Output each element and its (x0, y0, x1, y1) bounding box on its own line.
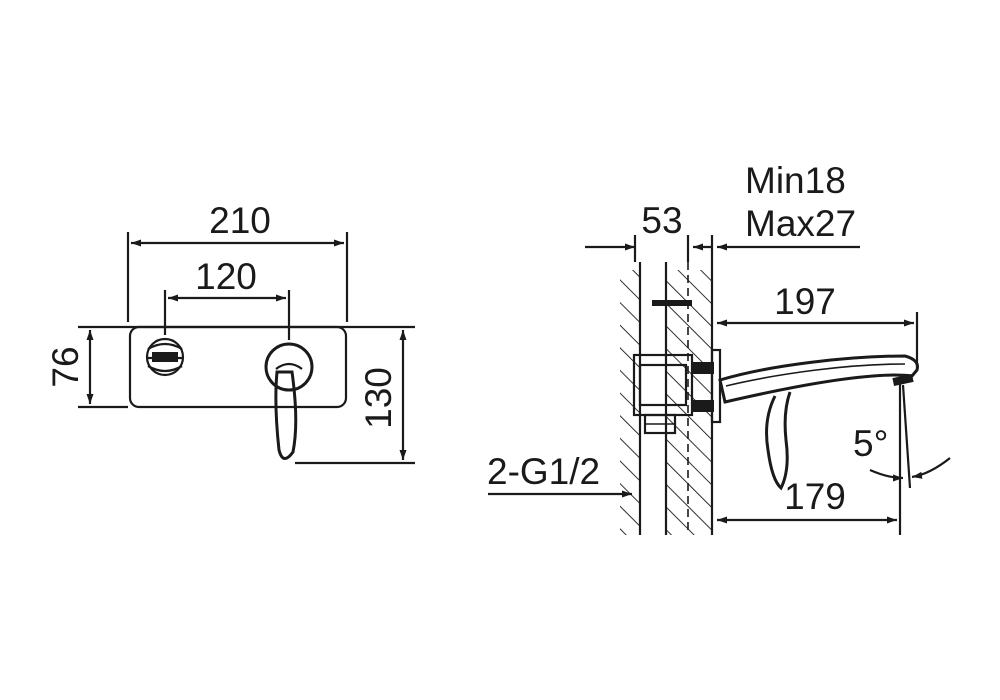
diverter-knob (145, 337, 185, 377)
dim-plate-height: 76 (45, 346, 86, 387)
dim-overall-height: 130 (358, 367, 399, 429)
dim-spout-outlet: 179 (784, 476, 846, 517)
wall-section-left (620, 270, 640, 535)
dim-adjust-max: Max27 (745, 203, 856, 244)
dim-spout-angle: 5° (853, 423, 888, 464)
dim-spout-reach: 197 (774, 281, 836, 322)
dim-connection: 2-G1/2 (487, 451, 600, 492)
dim-handle-spacing: 120 (195, 256, 257, 297)
side-view: 53 Min18 Max27 197 179 5° 2-G1/2 (487, 160, 951, 535)
dim-wall-thickness: 53 (641, 200, 682, 241)
concealed-body (632, 300, 722, 435)
mixer-handle (264, 342, 314, 460)
front-view: 210 120 76 130 (45, 200, 415, 465)
dim-plate-width: 210 (209, 200, 271, 241)
spout (718, 354, 919, 491)
dim-adjust-min: Min18 (745, 160, 846, 201)
